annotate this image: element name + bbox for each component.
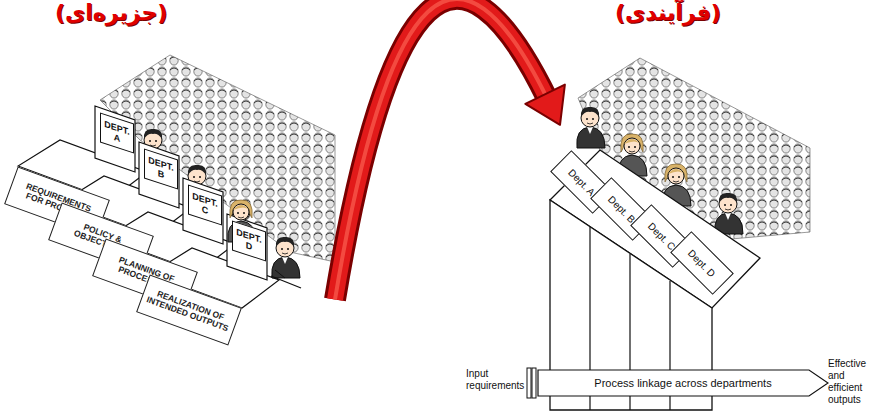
island-panel: (جزیره‌ای)DEPT. AREQUIREMENTS FOR PRODUC… — [0, 0, 335, 416]
dept-sign: DEPT. A — [100, 112, 134, 153]
node-text: DEPT. D — [233, 226, 265, 256]
node-text: Dept. A — [567, 167, 598, 198]
node-text: DEPT. A — [101, 118, 133, 148]
node-text: DEPT. B — [145, 154, 177, 184]
flow-label: Effective and efficient outputs — [828, 358, 880, 406]
node-text: Process linkage across departments — [594, 377, 771, 389]
panel-heading: (فرآیندی) — [615, 0, 721, 25]
node-text: REALIZATION OF INTENDED OUTPUTS — [145, 286, 234, 333]
process-panel: (فرآیندی) Dept. A Dept. B Dept. CDept. D — [560, 0, 880, 416]
flow-label: Input requirements — [466, 368, 530, 392]
dept-sign: DEPT. B — [144, 148, 178, 189]
curved-arrow — [335, 0, 565, 300]
node-text: DEPT. C — [189, 190, 221, 220]
process-arrow: Process linkage across departments — [537, 368, 829, 398]
node-text: Dept. B — [606, 193, 637, 224]
panel-heading: (جزیره‌ای) — [55, 0, 167, 25]
dept-sign: DEPT. D — [232, 220, 266, 261]
dept-sign: DEPT. C — [188, 184, 222, 225]
node-text: Dept. D — [686, 247, 718, 279]
node-text: Dept. C — [646, 220, 678, 252]
